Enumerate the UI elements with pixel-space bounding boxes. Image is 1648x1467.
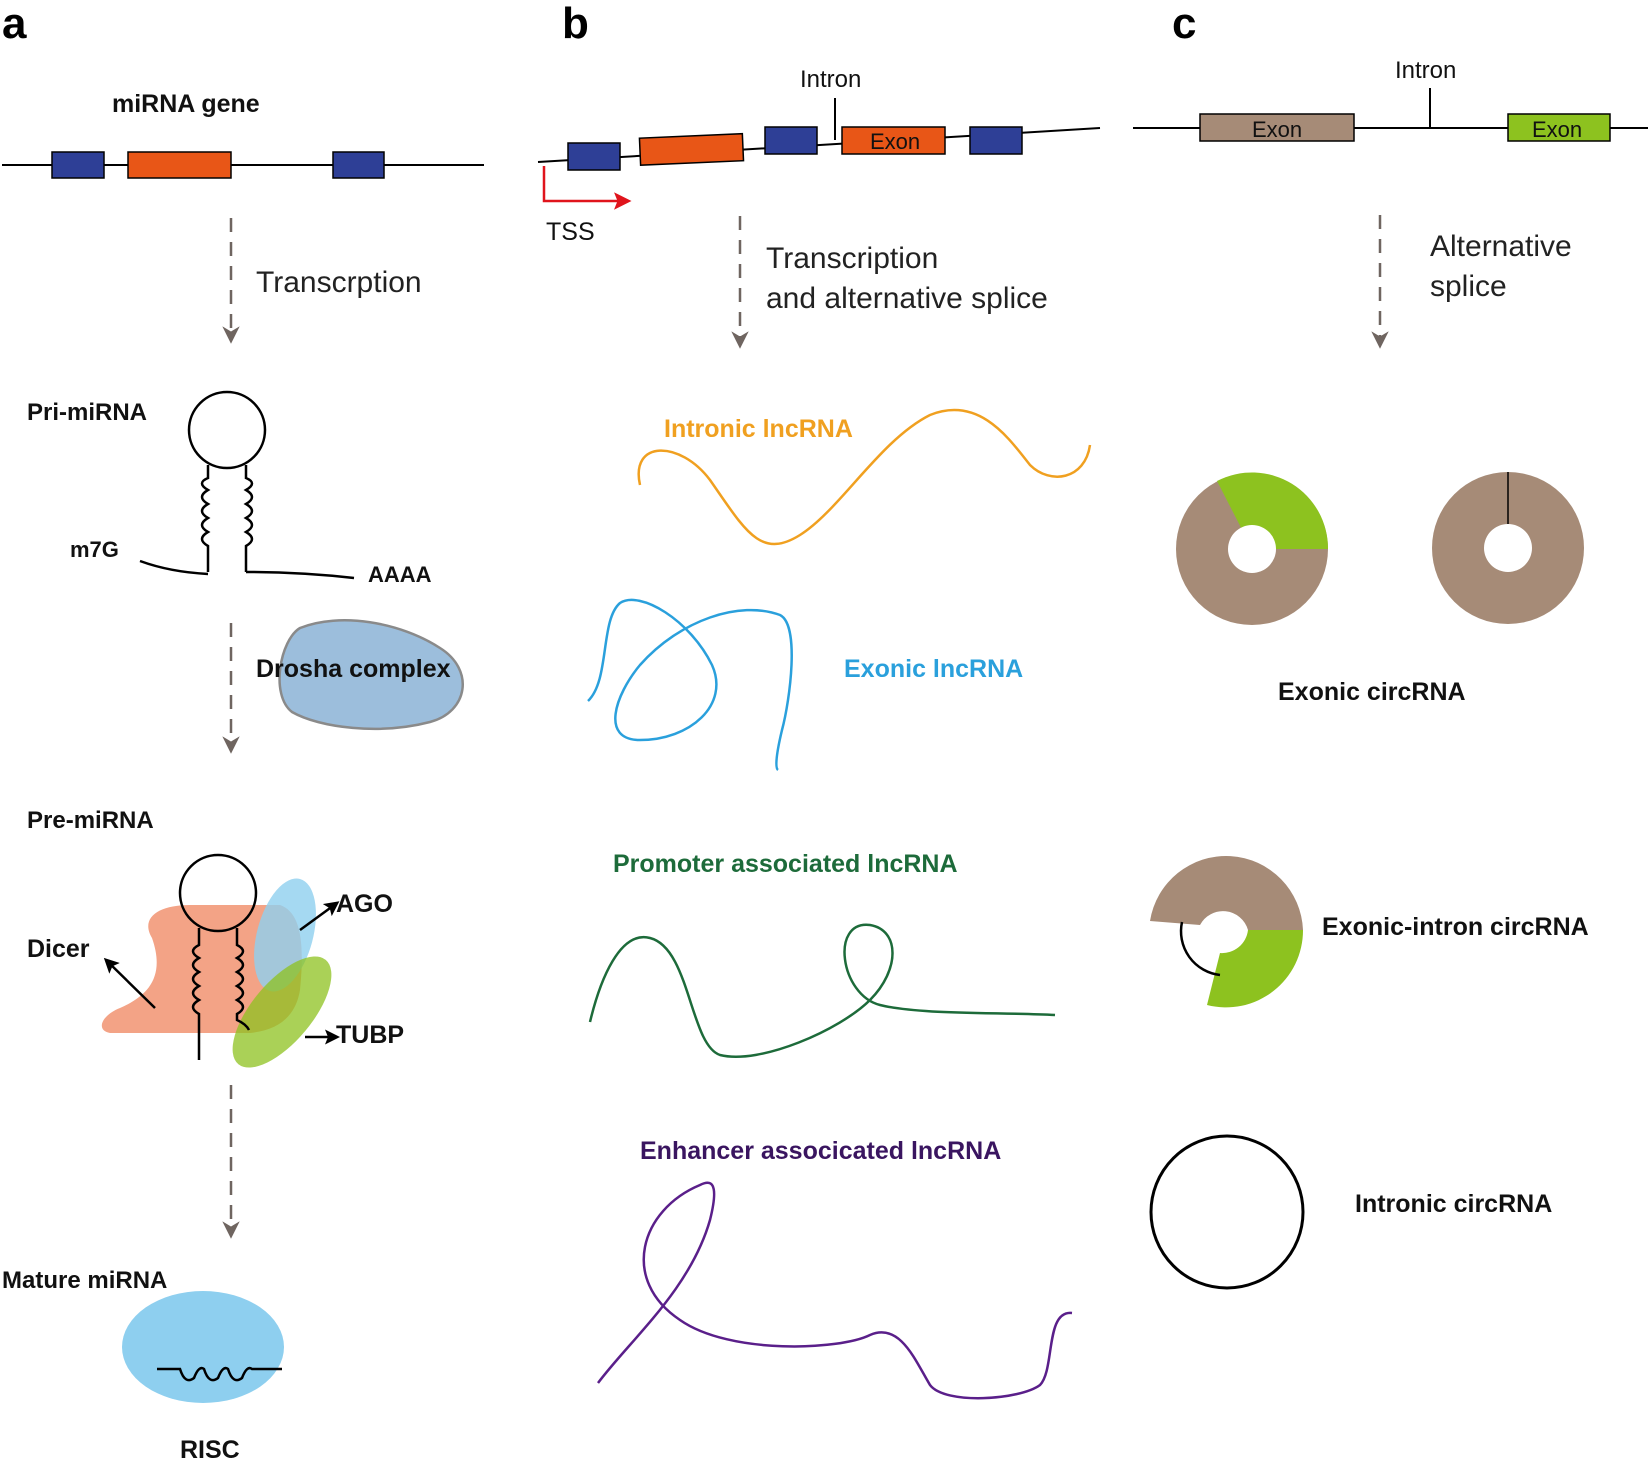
circrna-gene-exon-left — [1199, 113, 1355, 142]
mature-mirna-label: Mature miRNA — [2, 1267, 167, 1294]
panel-label-c: c — [1172, 0, 1196, 48]
tubp-shape — [232, 956, 332, 1068]
promoter-lncrna-label: Promoter associated lncRNA — [613, 850, 958, 878]
tss-label: TSS — [546, 218, 595, 246]
exonic-lncrna-strand — [587, 598, 793, 772]
exon-intron-circrna-ring — [1150, 856, 1304, 1008]
enhancer-lncrna-strand — [596, 1181, 1073, 1400]
dicer-shape — [101, 905, 302, 1033]
panel-label-b: b — [562, 0, 589, 48]
transcription-label-b-2: and alternative splice — [766, 282, 1048, 315]
lncrna-gene-box-5 — [969, 126, 1023, 155]
splice-label-c-2: splice — [1430, 270, 1507, 303]
pre-mirna-label: Pre-miRNA — [27, 807, 154, 834]
intron-label-c: Intron — [1395, 57, 1456, 84]
pri-mirna-hairpin — [139, 390, 355, 580]
circrna-gene-exon-right — [1507, 113, 1611, 142]
tss-arrow — [542, 166, 632, 210]
lncrna-gene-box-1 — [567, 142, 621, 171]
panel-c: Intron Exon Exon Alternative splice Exon… — [1133, 57, 1648, 1290]
mirna-gene-label: miRNA gene — [112, 90, 260, 118]
mirna-gene-box-3 — [332, 151, 385, 179]
panel-a: miRNA gene Transcrption Pri-miRNA m7G AA… — [2, 90, 484, 1464]
exon-label-b: Exon — [870, 129, 920, 154]
transcription-label-b-1: Transcription — [766, 242, 938, 275]
exon-label-c-right: Exon — [1532, 117, 1582, 142]
panel-label-a: a — [2, 0, 27, 48]
exon-label-c-left: Exon — [1252, 117, 1302, 142]
mature-mirna-strand — [157, 1366, 282, 1382]
risc-ellipse — [122, 1291, 284, 1403]
m7g-label: m7G — [70, 537, 119, 562]
intronic-circrna-label: Intronic circRNA — [1355, 1190, 1552, 1218]
ago-label: AGO — [336, 890, 393, 918]
mirna-gene-box-2 — [127, 151, 232, 179]
transcription-label-a: Transcrption — [256, 266, 422, 299]
intronic-lncrna-strand — [637, 408, 1092, 546]
lncrna-gene-box-2 — [638, 132, 745, 166]
drosha-complex-label: Drosha complex — [256, 655, 451, 683]
panel-b: Intron Exon TSS Transcription and altern… — [537, 66, 1101, 1400]
promoter-lncrna-strand — [588, 923, 1056, 1058]
intronic-lncrna-label: Intronic lncRNA — [664, 415, 853, 443]
mirna-gene-box-1 — [51, 151, 105, 179]
lncrna-gene-exon-box — [841, 126, 946, 155]
exonic-circrna-ring-1 — [1176, 472, 1329, 625]
exonic-circrna-label: Exonic circRNA — [1278, 678, 1466, 706]
tubp-label: TUBP — [336, 1021, 404, 1049]
dicer-label: Dicer — [27, 935, 90, 963]
risc-label: RISC — [180, 1436, 240, 1464]
exon-intron-circrna-label: Exonic-intron circRNA — [1322, 913, 1589, 941]
enhancer-lncrna-label: Enhancer associcated lncRNA — [640, 1137, 1001, 1165]
exonic-circrna-ring-2 — [1432, 472, 1584, 624]
exonic-lncrna-label: Exonic lncRNA — [844, 655, 1023, 683]
aaaa-label: AAAA — [368, 562, 432, 587]
ago-pointer-arrow — [299, 901, 340, 932]
lncrna-gene-box-3 — [764, 126, 818, 155]
intronic-circrna-ring — [1149, 1134, 1305, 1290]
pri-mirna-label: Pri-miRNA — [27, 399, 147, 426]
pre-mirna-complex — [101, 853, 340, 1068]
dicer-pointer-arrow — [103, 957, 156, 1009]
intron-label-b: Intron — [800, 66, 861, 93]
drosha-complex-shape — [278, 619, 464, 731]
splice-label-c-1: Alternative — [1430, 230, 1572, 263]
